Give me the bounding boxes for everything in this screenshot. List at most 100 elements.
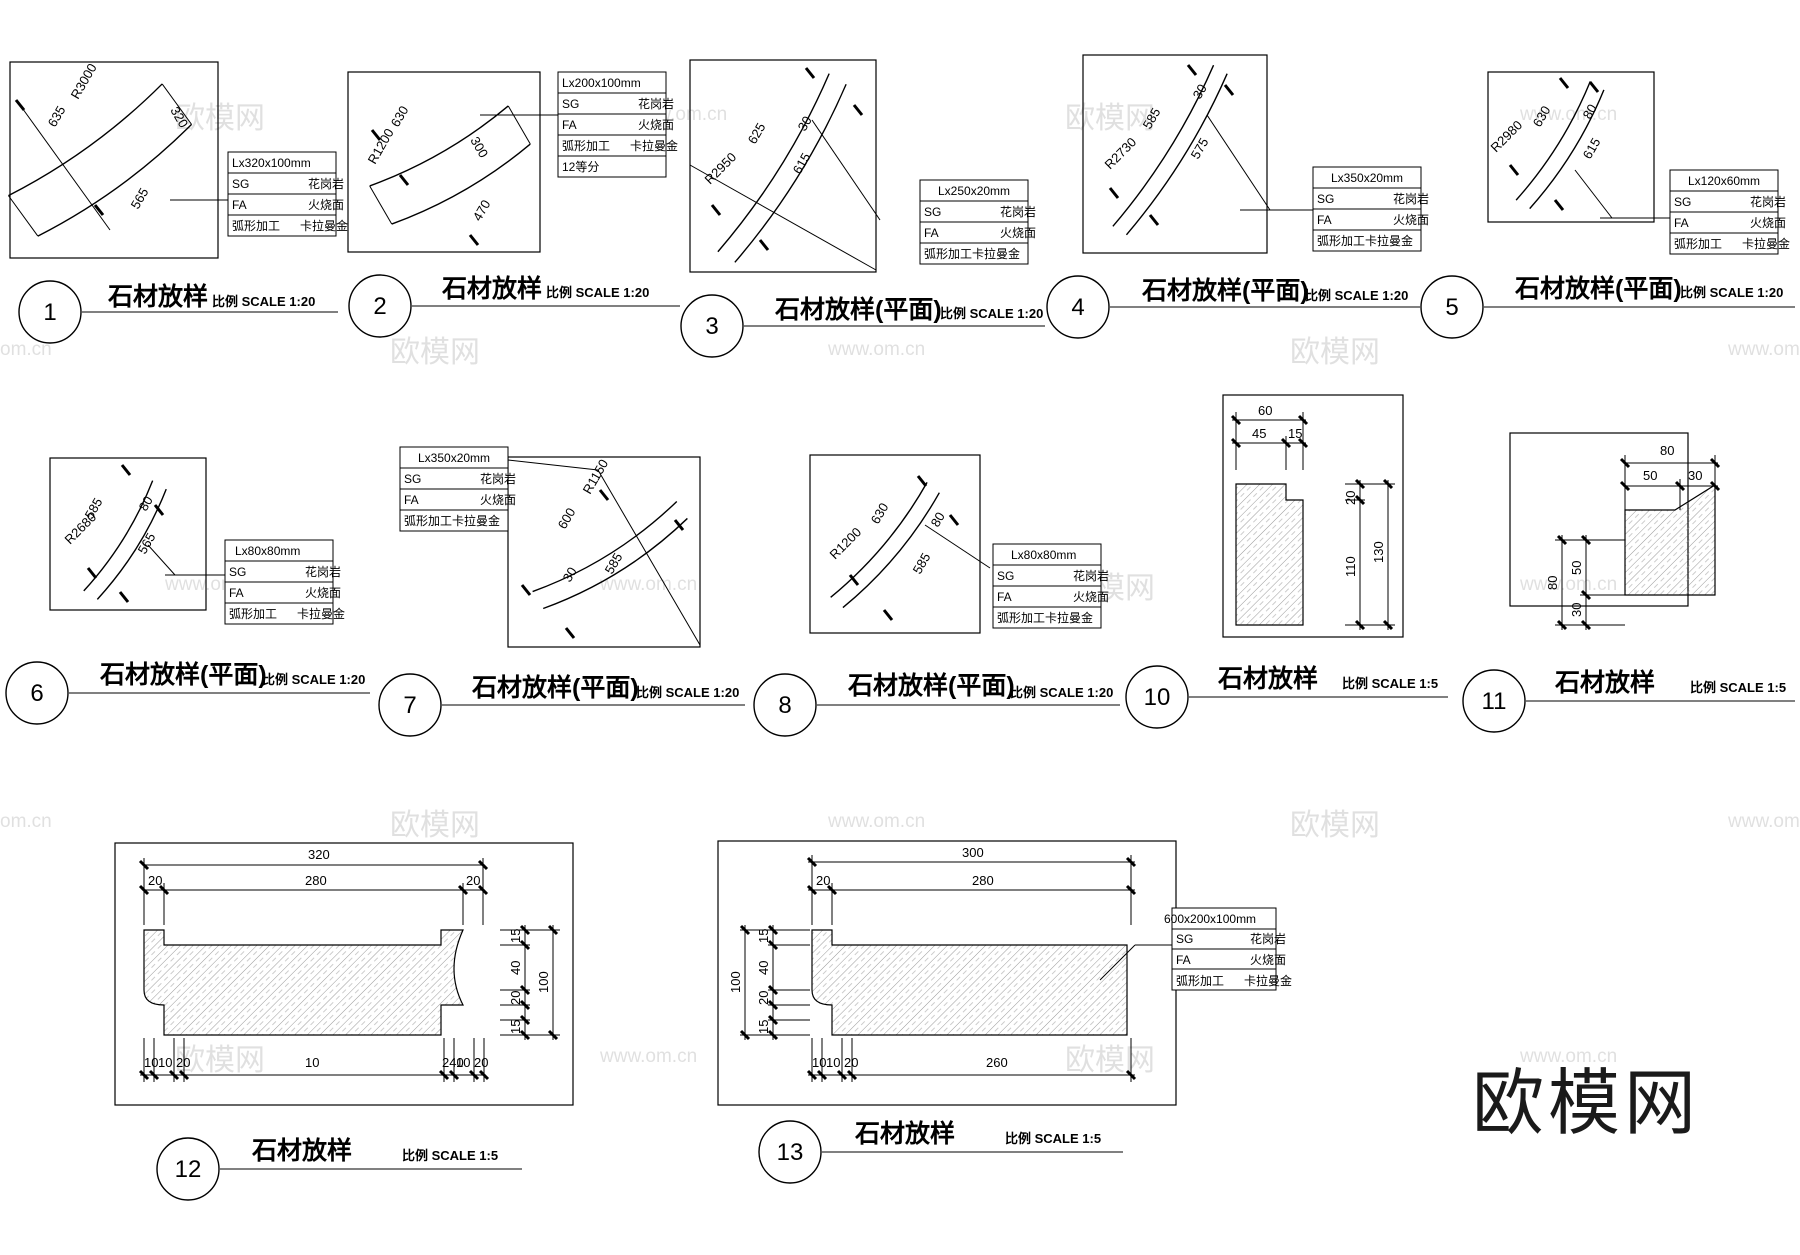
detail-number: 3: [705, 313, 718, 340]
detail-title: 石材放样: [441, 274, 542, 303]
spec-size: Lx200x100mm: [562, 76, 641, 90]
detail-title: 石材放样: [1217, 664, 1318, 693]
dim-label: 585: [602, 550, 626, 576]
spec-value: 花岗岩: [1000, 204, 1036, 219]
scale-label: 比例 SCALE 1:20: [546, 285, 649, 300]
detail-5: 630 R2980 80 615 Lx120x60mm SG 花岗岩 FA 火烧…: [1420, 71, 1795, 339]
title-block: 6 石材放样(平面) 比例 SCALE 1:20: [5, 660, 370, 725]
dim-label: R1200: [365, 126, 397, 167]
dim-label: 600: [555, 505, 579, 531]
spec-key: 弧形加工: [562, 139, 610, 153]
dim-label: 15: [756, 1020, 771, 1034]
dim-label: 110: [1343, 556, 1358, 577]
dim-label: 100: [536, 971, 551, 993]
watermark-url: www.om.cn: [1727, 811, 1800, 832]
watermark-url: om.cn: [0, 339, 52, 360]
detail-number-circle: [18, 280, 82, 344]
stone-section: [811, 929, 1128, 1036]
dim-label: 80: [1580, 101, 1600, 121]
arc-stone-plan: [830, 482, 940, 609]
title-block: 10 石材放样 比例 SCALE 1:5: [1125, 664, 1448, 729]
spec-key: FA: [404, 493, 419, 507]
scale-label: 比例 SCALE 1:5: [1690, 680, 1786, 695]
dim-label: 30: [560, 564, 580, 584]
detail-number-circle: [1462, 669, 1526, 733]
watermark-text: 欧模网: [175, 1044, 265, 1077]
detail-number: 2: [373, 293, 386, 320]
spec-key: FA: [1176, 953, 1191, 967]
spec-size: Lx80x80mm: [1011, 548, 1076, 562]
dim-label: 30: [1688, 468, 1702, 483]
watermark-url: www.om.cn: [1727, 339, 1800, 360]
spec-value: 卡拉曼金: [300, 218, 348, 233]
watermark-url: www.om.cn: [599, 1046, 697, 1067]
drawing-frame: [114, 842, 574, 1106]
dim-label: 45: [1252, 426, 1266, 441]
watermark-text: 欧模网: [1065, 102, 1155, 135]
detail-13: 300 20 280 100 15 40 20 15 10: [717, 840, 1292, 1184]
drawing-frame: [347, 71, 541, 253]
spec-key: 弧形加工: [1176, 974, 1224, 988]
spec-value: 火烧面: [480, 493, 516, 507]
dim-label: 10: [812, 1055, 826, 1070]
dim-label: 20: [844, 1055, 858, 1070]
arc-stone-plan: [83, 480, 167, 600]
spec-key: SG: [1674, 195, 1691, 209]
dim-label: 575: [1188, 135, 1212, 161]
dim-label: 10: [158, 1055, 172, 1070]
watermark-text: 欧模网: [390, 336, 480, 369]
spec-value: 卡拉曼金: [630, 138, 678, 153]
dim-label: 10: [456, 1055, 470, 1070]
spec-size: Lx320x100mm: [232, 156, 311, 170]
detail-number: 8: [778, 692, 791, 719]
drawing-frame: [689, 59, 877, 273]
scale-label: 比例 SCALE 1:20: [1305, 288, 1408, 303]
detail-3: 625 R2950 30 615 Lx250x20mm SG 花岗岩 FA 火烧…: [680, 59, 1045, 358]
dim-label: 15: [1288, 426, 1302, 441]
spec-table: 600x200x100mm SG 花岗岩 FA 火烧面 弧形加工 卡拉曼金: [1164, 907, 1292, 991]
dim-label: 20: [466, 873, 480, 888]
title-block: 4 石材放样(平面) 比例 SCALE 1:20: [1046, 275, 1420, 339]
dim-label: 80: [1660, 443, 1674, 458]
dim-label: 50: [1569, 561, 1584, 575]
spec-key: 弧形加工: [1674, 237, 1722, 251]
spec-value: 火烧面: [305, 586, 341, 600]
spec-value: 卡拉曼金: [1742, 236, 1790, 251]
dim-label: 50: [1643, 468, 1657, 483]
spec-table: Lx80x80mm SG 花岗岩 FA 火烧面 弧形加工卡拉曼金: [992, 543, 1109, 629]
watermark-url: www.om.cn: [1519, 104, 1617, 125]
dim-label: 320: [308, 847, 330, 862]
spec-table: Lx200x100mm SG 花岗岩 FA 火烧面 弧形加工 卡拉曼金 12等分: [557, 71, 678, 178]
spec-value: 火烧面: [1250, 953, 1286, 967]
dim-label: 10: [144, 1055, 158, 1070]
spec-table: Lx350x20mm SG 花岗岩 FA 火烧面 弧形加工卡拉曼金: [1312, 166, 1429, 252]
brand-watermark: 欧模网: [1472, 1064, 1700, 1144]
dim-label: 20: [148, 873, 162, 888]
spec-value: 花岗岩: [1750, 194, 1786, 209]
watermark-url: www.om.cn: [827, 811, 925, 832]
dim-label: 15: [508, 929, 523, 943]
detail-title: 石材放样: [251, 1136, 352, 1165]
spec-value: 花岗岩: [638, 96, 674, 111]
watermark-text: 欧模网: [175, 102, 265, 135]
detail-8: 630 R1200 80 585 Lx80x80mm SG 花岗岩 FA 火烧面…: [753, 454, 1120, 737]
dim-label: R2950: [702, 149, 740, 187]
stone-section: [1624, 483, 1716, 596]
spec-key: FA: [924, 226, 939, 240]
spec-key: FA: [1317, 213, 1332, 227]
spec-value: 弧形加工卡拉曼金: [1317, 233, 1413, 248]
drawing-frame: [49, 457, 207, 611]
spec-size: Lx120x60mm: [1688, 174, 1760, 188]
spec-value: 弧形加工卡拉曼金: [404, 513, 500, 528]
spec-key: SG: [232, 177, 249, 191]
detail-number-circle: [378, 673, 442, 737]
dim-label: 10: [826, 1055, 840, 1070]
dim-label: 130: [1371, 541, 1386, 563]
title-block: 3 石材放样(平面) 比例 SCALE 1:20: [680, 294, 1045, 358]
spec-size: 600x200x100mm: [1164, 912, 1256, 926]
detail-number-circle: [753, 673, 817, 737]
spec-key: FA: [1674, 216, 1689, 230]
spec-key: SG: [229, 565, 246, 579]
spec-key: FA: [562, 118, 577, 132]
